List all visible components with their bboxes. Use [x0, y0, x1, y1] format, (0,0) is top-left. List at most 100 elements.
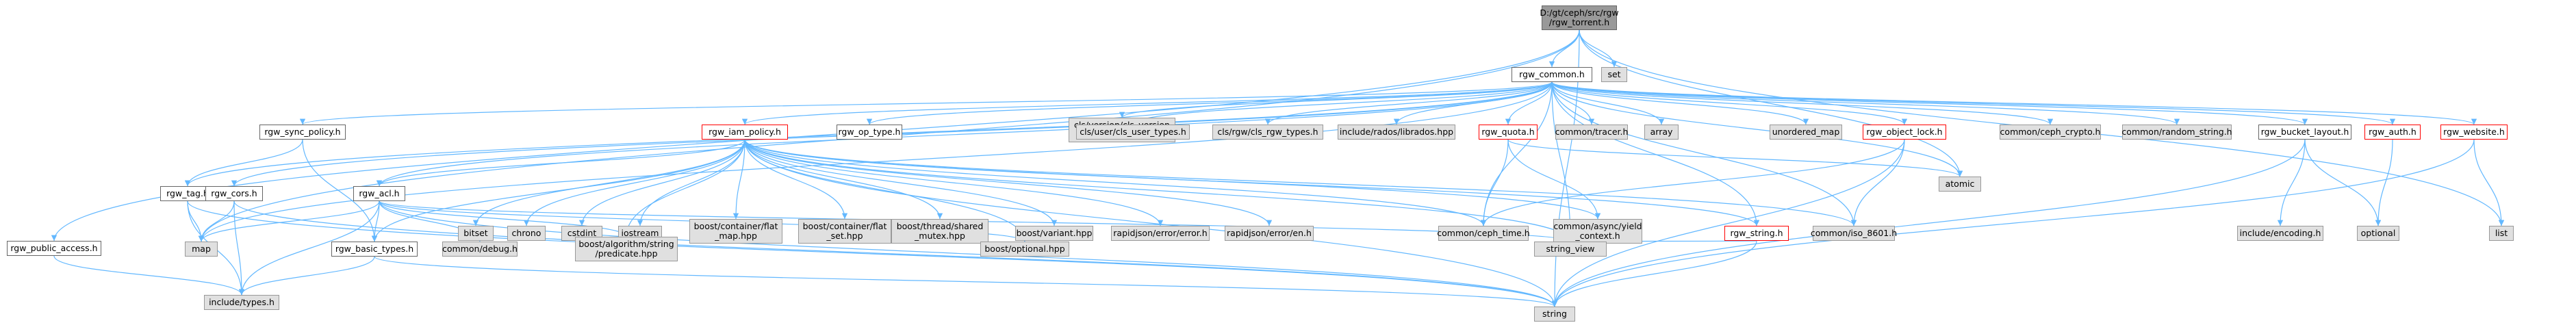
- node-unordered-map[interactable]: unordered_map: [1770, 125, 1842, 140]
- node-atomic[interactable]: atomic: [1939, 177, 1981, 192]
- node-cls-rgw[interactable]: cls/rgw/cls_rgw_types.h: [1212, 125, 1323, 140]
- edge-rgw-quota-to-atomic: [1507, 139, 1963, 177]
- edge-rgw-iam-policy-to-rj-en: [744, 139, 1273, 226]
- node-rgw-iam-policy[interactable]: rgw_iam_policy.h: [702, 125, 788, 140]
- node-root[interactable]: D:/gt/ceph/src/rgw /rgw_torrent.h: [1540, 5, 1619, 30]
- node-rj-en[interactable]: rapidjson/error/en.h: [1225, 226, 1314, 241]
- node-rgw-cors[interactable]: rgw_cors.h: [205, 186, 263, 201]
- edge-rgw-acl-to-map: [198, 200, 380, 242]
- edge-rgw-iam-policy-to-ceph-time: [744, 139, 1487, 226]
- edge-rgw-iam-policy-to-string-view: [744, 139, 1574, 242]
- node-rgw-quota[interactable]: rgw_quota.h: [1479, 125, 1538, 140]
- node-string-view[interactable]: string_view: [1534, 242, 1607, 257]
- edge-root-to-rgw-common: [1548, 29, 1580, 68]
- edge-rgw-common-to-rgw-string: [1551, 81, 1760, 226]
- edge-rgw-acl-to-rgw-basic-types: [371, 200, 380, 242]
- node-iso-8601[interactable]: common/iso_8601.h: [1811, 226, 1897, 241]
- edge-rgw-iam-policy-to-predicate: [623, 139, 745, 237]
- edge-rgw-common-to-iso-8601: [1551, 81, 1857, 226]
- node-random-string[interactable]: common/random_string.h: [2121, 125, 2232, 140]
- node-rgw-string[interactable]: rgw_string.h: [1724, 226, 1789, 241]
- node-encoding[interactable]: include/encoding.h: [2237, 226, 2323, 241]
- edge-rgw-common-to-rgw-website: [1551, 81, 2477, 125]
- edge-rgw-bucket-layout-to-string: [1551, 139, 2306, 307]
- edge-rgw-quota-to-yield-context: [1507, 139, 1601, 220]
- node-shared-mutex[interactable]: boost/thread/shared _mutex.hpp: [891, 219, 989, 244]
- edge-rgw-iam-policy-to-rj-error: [744, 139, 1164, 226]
- edge-rgw-common-to-rgw-acl: [376, 81, 1553, 187]
- edge-rgw-iam-policy-to-bitset: [472, 139, 745, 226]
- node-bitset[interactable]: bitset: [458, 226, 494, 241]
- node-optional[interactable]: optional: [2357, 226, 2399, 241]
- node-tracer[interactable]: common/tracer.h: [1555, 125, 1628, 140]
- node-ceph-time[interactable]: common/ceph_time.h: [1437, 226, 1530, 241]
- edge-rgw-common-to-cls-user: [1130, 81, 1553, 125]
- node-ceph-crypto[interactable]: common/ceph_crypto.h: [2000, 125, 2101, 140]
- edge-rgw-cors-to-include-types: [233, 200, 245, 296]
- node-array[interactable]: array: [1644, 125, 1679, 140]
- node-variant[interactable]: boost/variant.hpp: [1015, 226, 1093, 241]
- edge-rgw-basic-types-to-include-types: [238, 256, 375, 296]
- edge-rgw-acl-to-predicate: [379, 200, 630, 237]
- edge-rgw-iam-policy-to-iso-8601: [744, 139, 1857, 226]
- edge-rgw-iam-policy-to-rgw-acl: [376, 139, 745, 187]
- edge-root-to-atomic: [1579, 29, 1963, 177]
- edge-rgw-iam-policy-to-iostream: [637, 139, 745, 226]
- edge-rgw-common-to-rgw-quota: [1505, 81, 1553, 125]
- edge-rgw-object-lock-to-ceph-time: [1480, 139, 1905, 226]
- edge-rgw-common-to-random-string: [1551, 81, 2180, 125]
- edge-rgw-iam-policy-to-rgw-basic-types: [371, 139, 745, 242]
- node-rgw-sync-policy[interactable]: rgw_sync_policy.h: [259, 125, 346, 140]
- node-rgw-basic-types[interactable]: rgw_basic_types.h: [331, 242, 418, 257]
- node-debug[interactable]: common/debug.h: [442, 242, 518, 257]
- edge-rgw-website-to-string: [1551, 139, 2475, 307]
- edge-rgw-public-access-to-include-types: [53, 255, 245, 296]
- node-set[interactable]: set: [1601, 67, 1627, 82]
- edge-rgw-cors-to-string: [233, 200, 1557, 307]
- node-chrono[interactable]: chrono: [507, 226, 546, 241]
- node-yield-context[interactable]: common/async/yield _context.h: [1553, 219, 1642, 244]
- edge-rgw-auth-to-optional: [2375, 139, 2393, 226]
- edge-rgw-common-to-string-view: [1551, 81, 1574, 242]
- edge-rgw-iam-policy-to-string: [744, 139, 1558, 307]
- node-rgw-public-access[interactable]: rgw_public_access.h: [7, 241, 101, 256]
- edge-rgw-common-to-unordered-map: [1551, 81, 1809, 125]
- node-map[interactable]: map: [185, 242, 218, 257]
- edge-rgw-common-to-cls-version: [1119, 81, 1553, 118]
- edge-rgw-object-lock-to-string: [1551, 139, 1905, 307]
- edge-rgw-quota-to-ceph-time: [1480, 139, 1509, 226]
- node-list[interactable]: list: [2489, 226, 2514, 241]
- node-rgw-tag[interactable]: rgw_tag.h: [160, 186, 215, 201]
- node-rgw-op-type[interactable]: rgw_op_type.h: [837, 125, 902, 140]
- node-include-types[interactable]: include/types.h: [204, 295, 279, 310]
- edge-rgw-iam-policy-to-rgw-string: [744, 139, 1760, 226]
- node-string[interactable]: string: [1534, 307, 1575, 322]
- node-rgw-website[interactable]: rgw_website.h: [2440, 125, 2508, 140]
- edge-rgw-acl-to-string: [379, 200, 1558, 307]
- node-rgw-acl[interactable]: rgw_acl.h: [353, 186, 405, 201]
- node-librados[interactable]: include/rados/librados.hpp: [1338, 125, 1455, 140]
- edge-rgw-common-to-rgw-iam-policy: [742, 81, 1553, 125]
- edge-root-to-rgw-public-access: [51, 29, 1580, 242]
- edge-rgw-iam-policy-to-flat-set: [744, 139, 848, 220]
- node-predicate[interactable]: boost/algorithm/string /predicate.hpp: [575, 237, 678, 261]
- edge-rgw-bucket-layout-to-encoding: [2277, 139, 2306, 226]
- edge-rgw-sync-policy-to-rgw-basic-types: [302, 139, 378, 242]
- node-rgw-bucket-layout[interactable]: rgw_bucket_layout.h: [2258, 125, 2351, 140]
- node-flat-map[interactable]: boost/container/flat _map.hpp: [689, 219, 782, 244]
- edge-rgw-website-to-list: [2473, 139, 2505, 226]
- node-rgw-auth[interactable]: rgw_auth.h: [2364, 125, 2421, 140]
- edge-rgw-object-lock-to-iso-8601: [1850, 139, 1905, 226]
- edge-rgw-common-to-ceph-time: [1480, 81, 1553, 226]
- node-flat-set[interactable]: boost/container/flat _set.hpp: [798, 219, 891, 244]
- edge-rgw-common-to-tracer: [1551, 81, 1595, 125]
- node-cls-user[interactable]: cls/user/cls_user_types.h: [1076, 125, 1190, 140]
- node-boost-optional[interactable]: boost/optional.hpp: [980, 242, 1069, 257]
- node-rgw-common[interactable]: rgw_common.h: [1512, 67, 1592, 82]
- node-rgw-object-lock[interactable]: rgw_object_lock.h: [1863, 125, 1946, 140]
- edge-rgw-string-to-string: [1551, 240, 1757, 307]
- node-rj-error[interactable]: rapidjson/error/error.h: [1111, 226, 1210, 241]
- edge-rgw-common-to-ceph-crypto: [1551, 81, 2054, 125]
